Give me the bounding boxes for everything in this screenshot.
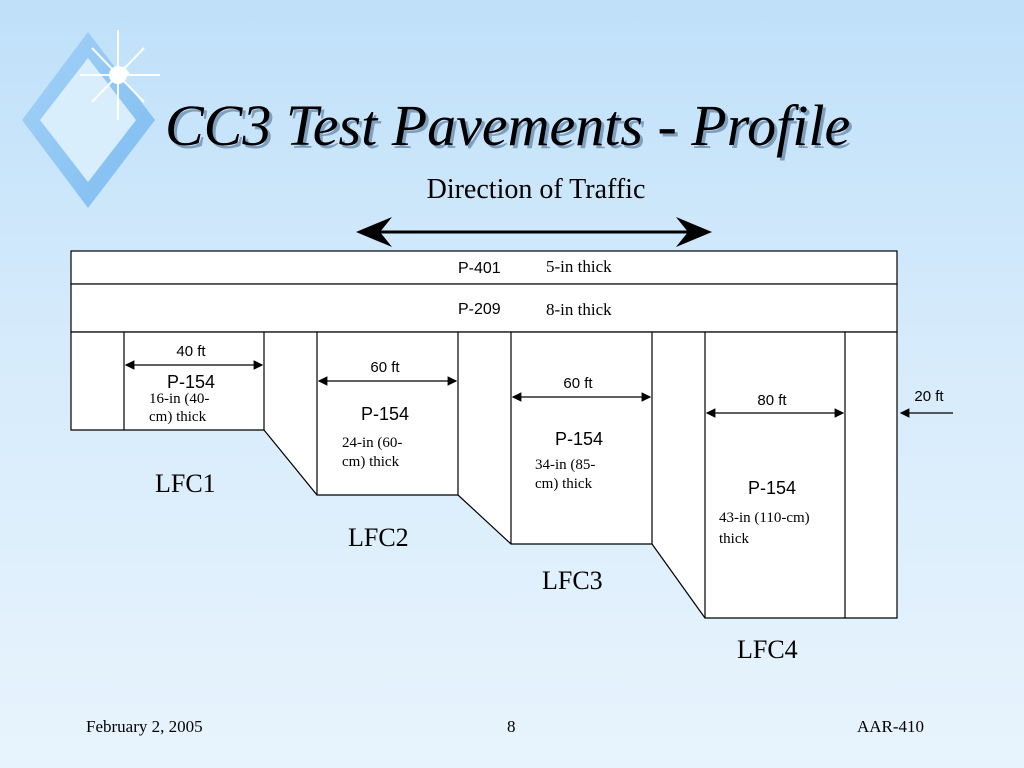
lfc2-thickness-line2: cm) thick bbox=[342, 454, 400, 470]
lfc3-material: P-154 bbox=[555, 429, 603, 449]
lfc2-width-label: 60 ft bbox=[370, 359, 400, 376]
layer-p401 bbox=[70, 250, 898, 285]
layer-p209 bbox=[70, 283, 898, 333]
lfc4-material: P-154 bbox=[748, 478, 796, 498]
lfc3-thickness-line2: cm) thick bbox=[535, 476, 593, 492]
layer-p401-name: P-401 bbox=[458, 260, 501, 277]
lfc1-label: LFC1 bbox=[155, 469, 216, 498]
lfc3-label: LFC3 bbox=[542, 566, 603, 595]
lfc4-thickness-line1: 43-in (110-cm) bbox=[719, 510, 810, 526]
end-dimension-label: 20 ft bbox=[914, 388, 944, 405]
layer-p209-name: P-209 bbox=[458, 301, 501, 318]
lfc2-label: LFC2 bbox=[348, 523, 409, 552]
diamond-star-logo bbox=[22, 30, 160, 208]
lfc3-thickness-line1: 34-in (85- bbox=[535, 457, 595, 473]
lfc3-width-label: 60 ft bbox=[563, 375, 593, 392]
layer-p401-thickness: 5-in thick bbox=[546, 257, 612, 276]
lfc1-material: P-154 bbox=[167, 372, 215, 392]
footer-date: February 2, 2005 bbox=[86, 717, 203, 736]
layer-p209-thickness: 8-in thick bbox=[546, 300, 612, 319]
lfc1-width-label: 40 ft bbox=[176, 343, 206, 360]
page-title: CC3 Test Pavements - Profile bbox=[165, 93, 851, 158]
lfc4-width-label: 80 ft bbox=[757, 392, 787, 409]
lfc4-thickness-line2: thick bbox=[719, 531, 749, 547]
lfc1-thickness-line2: cm) thick bbox=[149, 409, 207, 425]
lfc2-material: P-154 bbox=[361, 404, 409, 424]
lfc1-thickness-line1: 16-in (40- bbox=[149, 391, 209, 407]
footer-code: AAR-410 bbox=[857, 717, 925, 736]
lfc2-thickness-line1: 24-in (60- bbox=[342, 435, 402, 451]
lfc4-label: LFC4 bbox=[737, 635, 798, 664]
direction-label: Direction of Traffic bbox=[427, 174, 646, 205]
footer-page-number: 8 bbox=[507, 717, 516, 736]
section-dividers bbox=[123, 332, 846, 618]
